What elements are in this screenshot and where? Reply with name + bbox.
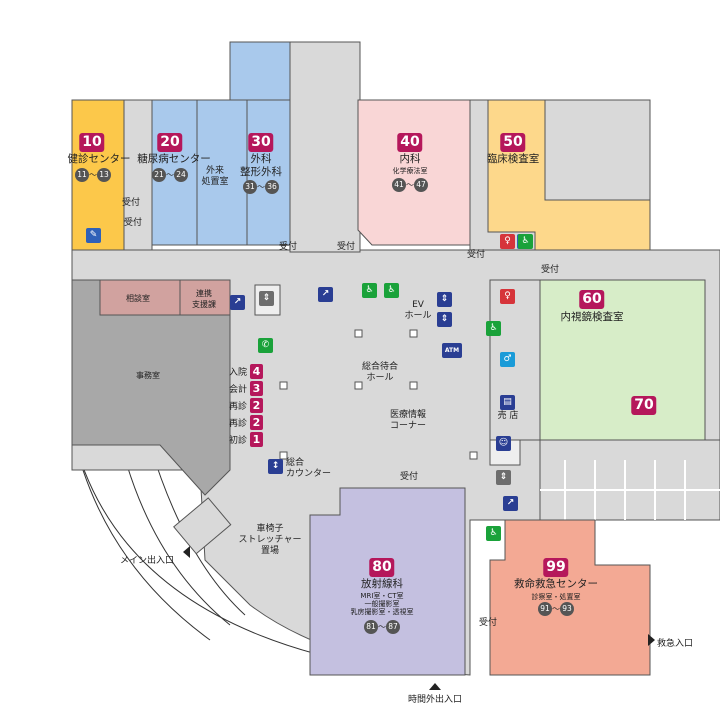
counter-icon: ↕ [268,459,283,474]
zone-80-name: 放射線科 [361,578,403,590]
main-entrance-label: メイン出入口 [120,556,175,566]
stairs-icon-lower: ↗ [503,496,518,511]
zone-50-area [487,99,651,251]
zone-30-area [246,99,291,246]
reception-label-30: 受付 [279,242,298,252]
zone-10-name: 健診センター [67,153,131,165]
zone-40-area [357,99,471,246]
reception-label-10b: 受付 [124,218,143,228]
right-service-strip [489,279,541,441]
phone-icon: ✆ [258,338,273,353]
zone-20-name: 糖尿病センター [137,153,211,165]
elevator-icon-center-b: ⇕ [437,312,452,327]
zone-50-name: 臨床検査室 [486,153,540,165]
office-label: 事務室 [136,371,160,380]
reception-label-40: 受付 [337,242,356,252]
after-hours-entrance-label: 時間外出入口 [408,695,463,705]
pillars [279,329,478,460]
reception-label-99: 受付 [479,618,498,628]
service-grid [540,460,720,520]
zone-99-area [489,519,651,676]
stairs-icon-left: ↗ [230,295,245,310]
zone-10-rooms: 11～13 [75,168,111,182]
accessible-toilet-icon-b: ♿ [384,283,399,298]
zone-60-badge: 60 [579,290,605,309]
medical-info-label: 医療情報コーナー [389,410,427,431]
stairs-icon-center: ↗ [318,287,333,302]
consultation-room-label: 相談室 [126,294,150,303]
zone-10-badge: 10 [79,133,105,152]
main-entrance-arrow [183,546,190,558]
restroom-women-icon: ♀ [500,234,515,249]
restroom-icon-lower: ☺ [496,436,511,451]
restroom-women-icon-2: ♀ [500,289,515,304]
reception-label-80: 受付 [400,472,419,482]
shop-icon: ▤ [500,395,515,410]
accessible-icon-50: ♿ [518,234,533,249]
emergency-arrow [648,634,655,646]
zone-80-area [309,487,466,676]
service-block [539,439,720,521]
zone-60-name: 内視鏡検査室 [560,311,624,323]
zone-20-rooms: 21～24 [152,168,188,182]
zone-40-sub: 化学療法室 [392,167,428,175]
zone-99-badge: 99 [543,558,569,577]
zone-30-badge: 30 [248,133,274,152]
nursing-room-icon: ✎ [86,228,101,243]
elevator-icon-center-a: ⇕ [437,292,452,307]
outpatient-treatment-label: 外来処置室 [201,166,229,187]
elevator-icon-lower: ⇕ [496,470,511,485]
accessible-toilet-icon-c: ♿ [486,321,501,336]
main-entrance-vestibule [173,497,232,555]
zone-20-badge: 20 [157,133,183,152]
zone-80-badge: 80 [369,558,395,577]
general-counter-label: 総合カウンター [286,458,332,479]
elevator-icon-left: ⇕ [259,291,274,306]
liaison-area [179,279,231,316]
zone-99-rooms: 91～93 [538,602,574,616]
atm-icon: ATM [442,343,462,358]
zone-40-badge: 40 [397,133,423,152]
zone-40-name: 内科 [399,153,421,165]
zone-99-sub: 診察室・処置室 [531,593,581,601]
liaison-label: 連携支援課 [192,289,216,309]
upper-right-hall [544,99,651,201]
reception-label-50: 受付 [467,250,486,260]
zone-70-badge: 70 [631,396,657,415]
consultation-area [99,279,181,316]
emergency-entrance-label: 救急入口 [657,639,694,649]
accessible-toilet-icon-a: ♿ [362,283,377,298]
central-hall [289,41,361,253]
waiting-hall-label: 総合待合ホール [361,362,399,383]
shop-label: 売 店 [497,411,519,421]
wheelchair-storage-label: 車椅子ストレッチャー置場 [238,524,302,556]
zone-80-rooms: 81～87 [364,620,400,634]
reception-label-60: 受付 [541,265,560,275]
reception-label-10a: 受付 [122,198,141,208]
zone-30-name: 外科整形外科 [240,153,282,178]
zone-60-area [539,279,706,441]
zone-80-sub: MRI室・CT室一般撮影室乳房撮影室・透視室 [350,592,414,616]
accessible-icon-99: ♿ [486,526,501,541]
zone-50-badge: 50 [500,133,526,152]
zone-99-name: 救命救急センター [514,578,598,590]
after-hours-arrow [429,683,441,690]
zone-30-rooms: 31～36 [243,180,279,194]
restroom-men-icon-2: ♂ [500,352,515,367]
zone-30-top [229,41,291,101]
zone-40-rooms: 41～47 [392,178,428,192]
